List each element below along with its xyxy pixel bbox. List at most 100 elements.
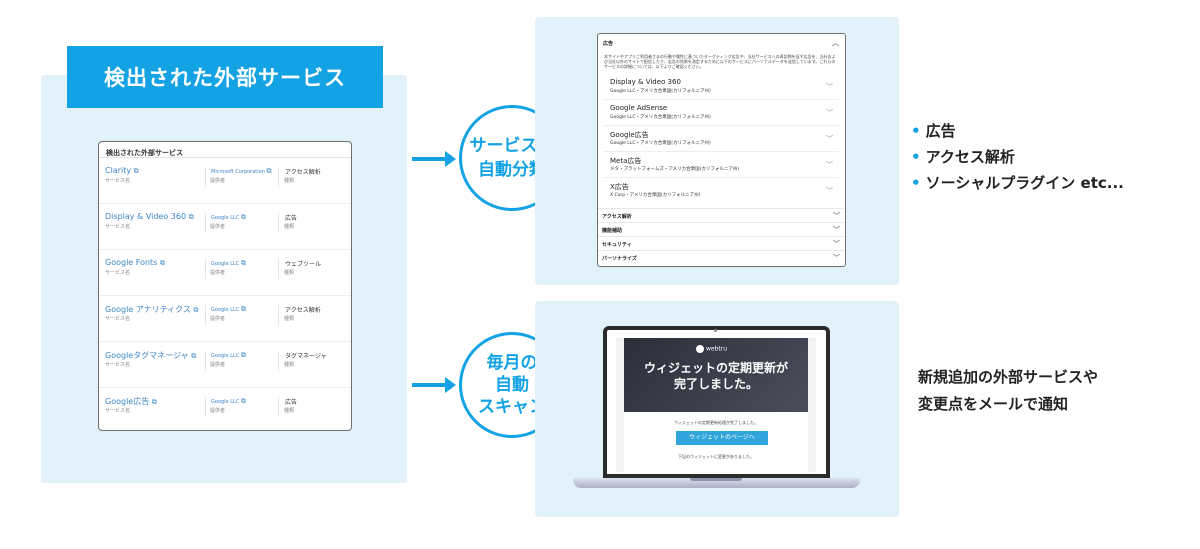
list-item[interactable]: X広告 X Corp・アメリカ合衆国(カリフォルニア州) ﹀ [604, 178, 839, 204]
category-label: 種類 [284, 362, 295, 368]
company-label: 提供者 [210, 224, 226, 230]
table-row: Clarity ⧉ サービス名 Microsoft Corporation ⧉ … [99, 158, 351, 204]
webtru-logo: webtru [696, 345, 727, 353]
external-link-icon: ⧉ [188, 213, 194, 221]
category-value: アクセス解析 [278, 305, 321, 325]
ad-service-company: X Corp・アメリカ合衆国(カリフォルニア州) [610, 193, 701, 198]
ad-section-header[interactable]: 広告 ︿ [603, 39, 839, 47]
external-link-icon: ⧉ [240, 213, 246, 221]
category-value: ウェブツール [278, 259, 321, 279]
company-link[interactable]: Google LLC ⧉ [205, 397, 246, 417]
service-name-link[interactable]: Google Fonts ⧉ [105, 258, 165, 267]
external-link-icon: ⧉ [191, 352, 197, 360]
external-link-icon: ⧉ [240, 397, 246, 405]
circle-text: サービスの [469, 136, 555, 156]
bullet-item: •ソーシャルプラグイン etc... [911, 174, 1124, 192]
category-value: アクセス解析 [278, 167, 321, 187]
service-name-label: サービス名 [105, 224, 131, 230]
ad-service-name: Display & Video 360 [610, 78, 681, 86]
arrow-right-icon [412, 151, 456, 167]
external-link-icon: ⧉ [193, 306, 199, 314]
table-row: Googleタグマネージャ ⧉ サービス名 Google LLC ⧉ 提供者 タ… [99, 342, 351, 388]
ad-service-name: X広告 [610, 183, 629, 191]
service-name-label: サービス名 [105, 178, 131, 184]
camera-icon [714, 329, 717, 332]
chevron-down-icon: ﹀ [833, 226, 840, 234]
circle-text: スキャン [478, 397, 546, 417]
category-label: 種類 [284, 270, 295, 276]
table-row: Google広告 ⧉ サービス名 Google LLC ⧉ 提供者 広告 種類 [99, 388, 351, 430]
arrow-right-icon [412, 377, 456, 393]
detected-services-title: 検出された外部サービス [67, 46, 383, 108]
laptop-notch [690, 478, 742, 481]
category-value: タグマネージャ [278, 351, 327, 371]
laptop-base [573, 478, 860, 488]
table-row: Google アナリティクス ⧉ サービス名 Google LLC ⧉ 提供者 … [99, 296, 351, 342]
service-name-link[interactable]: Googleタグマネージャ ⧉ [105, 351, 197, 360]
external-link-icon: ⧉ [266, 167, 272, 175]
service-name-link[interactable]: Google広告 ⧉ [105, 397, 157, 406]
chevron-down-icon: ﹀ [826, 83, 833, 91]
list-item[interactable]: Google AdSense Google LLC・アメリカ合衆国(カリフォルニ… [604, 100, 839, 126]
external-link-icon: ⧉ [159, 259, 165, 267]
email-text: ウィジェットの定期更新処理が完了しました。 [674, 420, 758, 425]
list-item[interactable]: Meta広告 メタ・プラットフォームズ・アメリカ合衆国(カリフォルニア州) ﹀ [604, 152, 839, 178]
section-security[interactable]: セキュリティ﹀ [598, 236, 845, 250]
list-item[interactable]: Google広告 Google LLC・アメリカ合衆国(カリフォルニア州) ﹀ [604, 126, 839, 152]
ad-service-name: Google広告 [610, 131, 649, 139]
chevron-down-icon: ﹀ [826, 109, 833, 117]
category-label: 種類 [284, 224, 295, 230]
ad-service-name: Meta広告 [610, 157, 642, 165]
email-body: ウィジェットの定期更新処理が完了しました。 ウィジェットのページへ 下記のウィジ… [624, 412, 808, 472]
service-name-label: サービス名 [105, 362, 131, 368]
laptop-screen: webtru ウィジェットの定期更新が 完了しました。 ウィジェットの定期更新処… [603, 326, 830, 478]
service-name-label: サービス名 [105, 408, 131, 414]
company-label: 提供者 [210, 270, 226, 276]
ad-service-company: メタ・プラットフォームズ・アメリカ合衆国(カリフォルニア州) [610, 167, 740, 172]
chevron-down-icon: ﹀ [826, 187, 833, 195]
ad-service-company: Google LLC・アメリカ合衆国(カリフォルニア州) [610, 89, 711, 94]
company-link[interactable]: Google LLC ⧉ [205, 351, 246, 371]
category-label: 種類 [284, 316, 295, 322]
company-link[interactable]: Microsoft Corporation ⧉ [205, 167, 271, 187]
chevron-up-icon: ︿ [832, 39, 839, 47]
circle-text: 毎月の [486, 353, 538, 373]
external-link-icon: ⧉ [133, 167, 139, 175]
service-name-label: サービス名 [105, 270, 131, 276]
category-label: 種類 [284, 178, 295, 184]
list-item[interactable]: Display & Video 360 Google LLC・アメリカ合衆国(カ… [604, 74, 839, 100]
service-name-label: サービス名 [105, 316, 131, 322]
category-value: 広告 [278, 213, 297, 233]
category-bullet-list: •広告 •アクセス解析 •ソーシャルプラグイン etc... [911, 118, 1124, 196]
section-access-analysis[interactable]: アクセス解析﹀ [598, 208, 845, 222]
chevron-down-icon: ﹀ [833, 240, 840, 248]
services-list-card: 検出された外部サービス Clarity ⧉ サービス名 Microsoft Co… [98, 141, 352, 431]
external-link-icon: ⧉ [240, 259, 246, 267]
section-function-support[interactable]: 機能補助﹀ [598, 222, 845, 236]
notify-description: 新規追加の外部サービスや 変更点をメールで通知 [918, 368, 1099, 413]
email-text: 下記のウィジェットに変更がありました。 [678, 454, 754, 459]
service-name-link[interactable]: Clarity ⧉ [105, 166, 139, 175]
ad-description: 本サイトやアプリご利用者さまの行動や属性に基づいたターゲティング広告や、当社サー… [604, 54, 836, 69]
service-name-link[interactable]: Display & Video 360 ⧉ [105, 212, 194, 221]
bullet-item: •アクセス解析 [911, 148, 1015, 166]
company-link[interactable]: Google LLC ⧉ [205, 259, 246, 279]
email-title: ウィジェットの定期更新が 完了しました。 [643, 361, 788, 391]
email-preview: webtru ウィジェットの定期更新が 完了しました。 ウィジェットの定期更新処… [616, 338, 816, 472]
circle-text: 自動分類 [478, 160, 546, 180]
section-personalize[interactable]: パーソナライズ﹀ [598, 250, 845, 264]
company-link[interactable]: Google LLC ⧉ [205, 305, 246, 325]
service-name-link[interactable]: Google アナリティクス ⧉ [105, 305, 199, 314]
chevron-down-icon: ﹀ [833, 254, 840, 262]
company-link[interactable]: Google LLC ⧉ [205, 213, 246, 233]
company-label: 提供者 [210, 362, 226, 368]
category-label: 種類 [284, 408, 295, 414]
category-value: 広告 [278, 397, 297, 417]
external-link-icon: ⧉ [151, 398, 157, 406]
chevron-down-icon: ﹀ [826, 135, 833, 143]
company-label: 提供者 [210, 408, 226, 414]
widget-page-button[interactable]: ウィジェットのページへ [676, 431, 768, 445]
company-label: 提供者 [210, 316, 226, 322]
ad-service-name: Google AdSense [610, 104, 668, 112]
circle-text: 自動 [495, 375, 529, 395]
